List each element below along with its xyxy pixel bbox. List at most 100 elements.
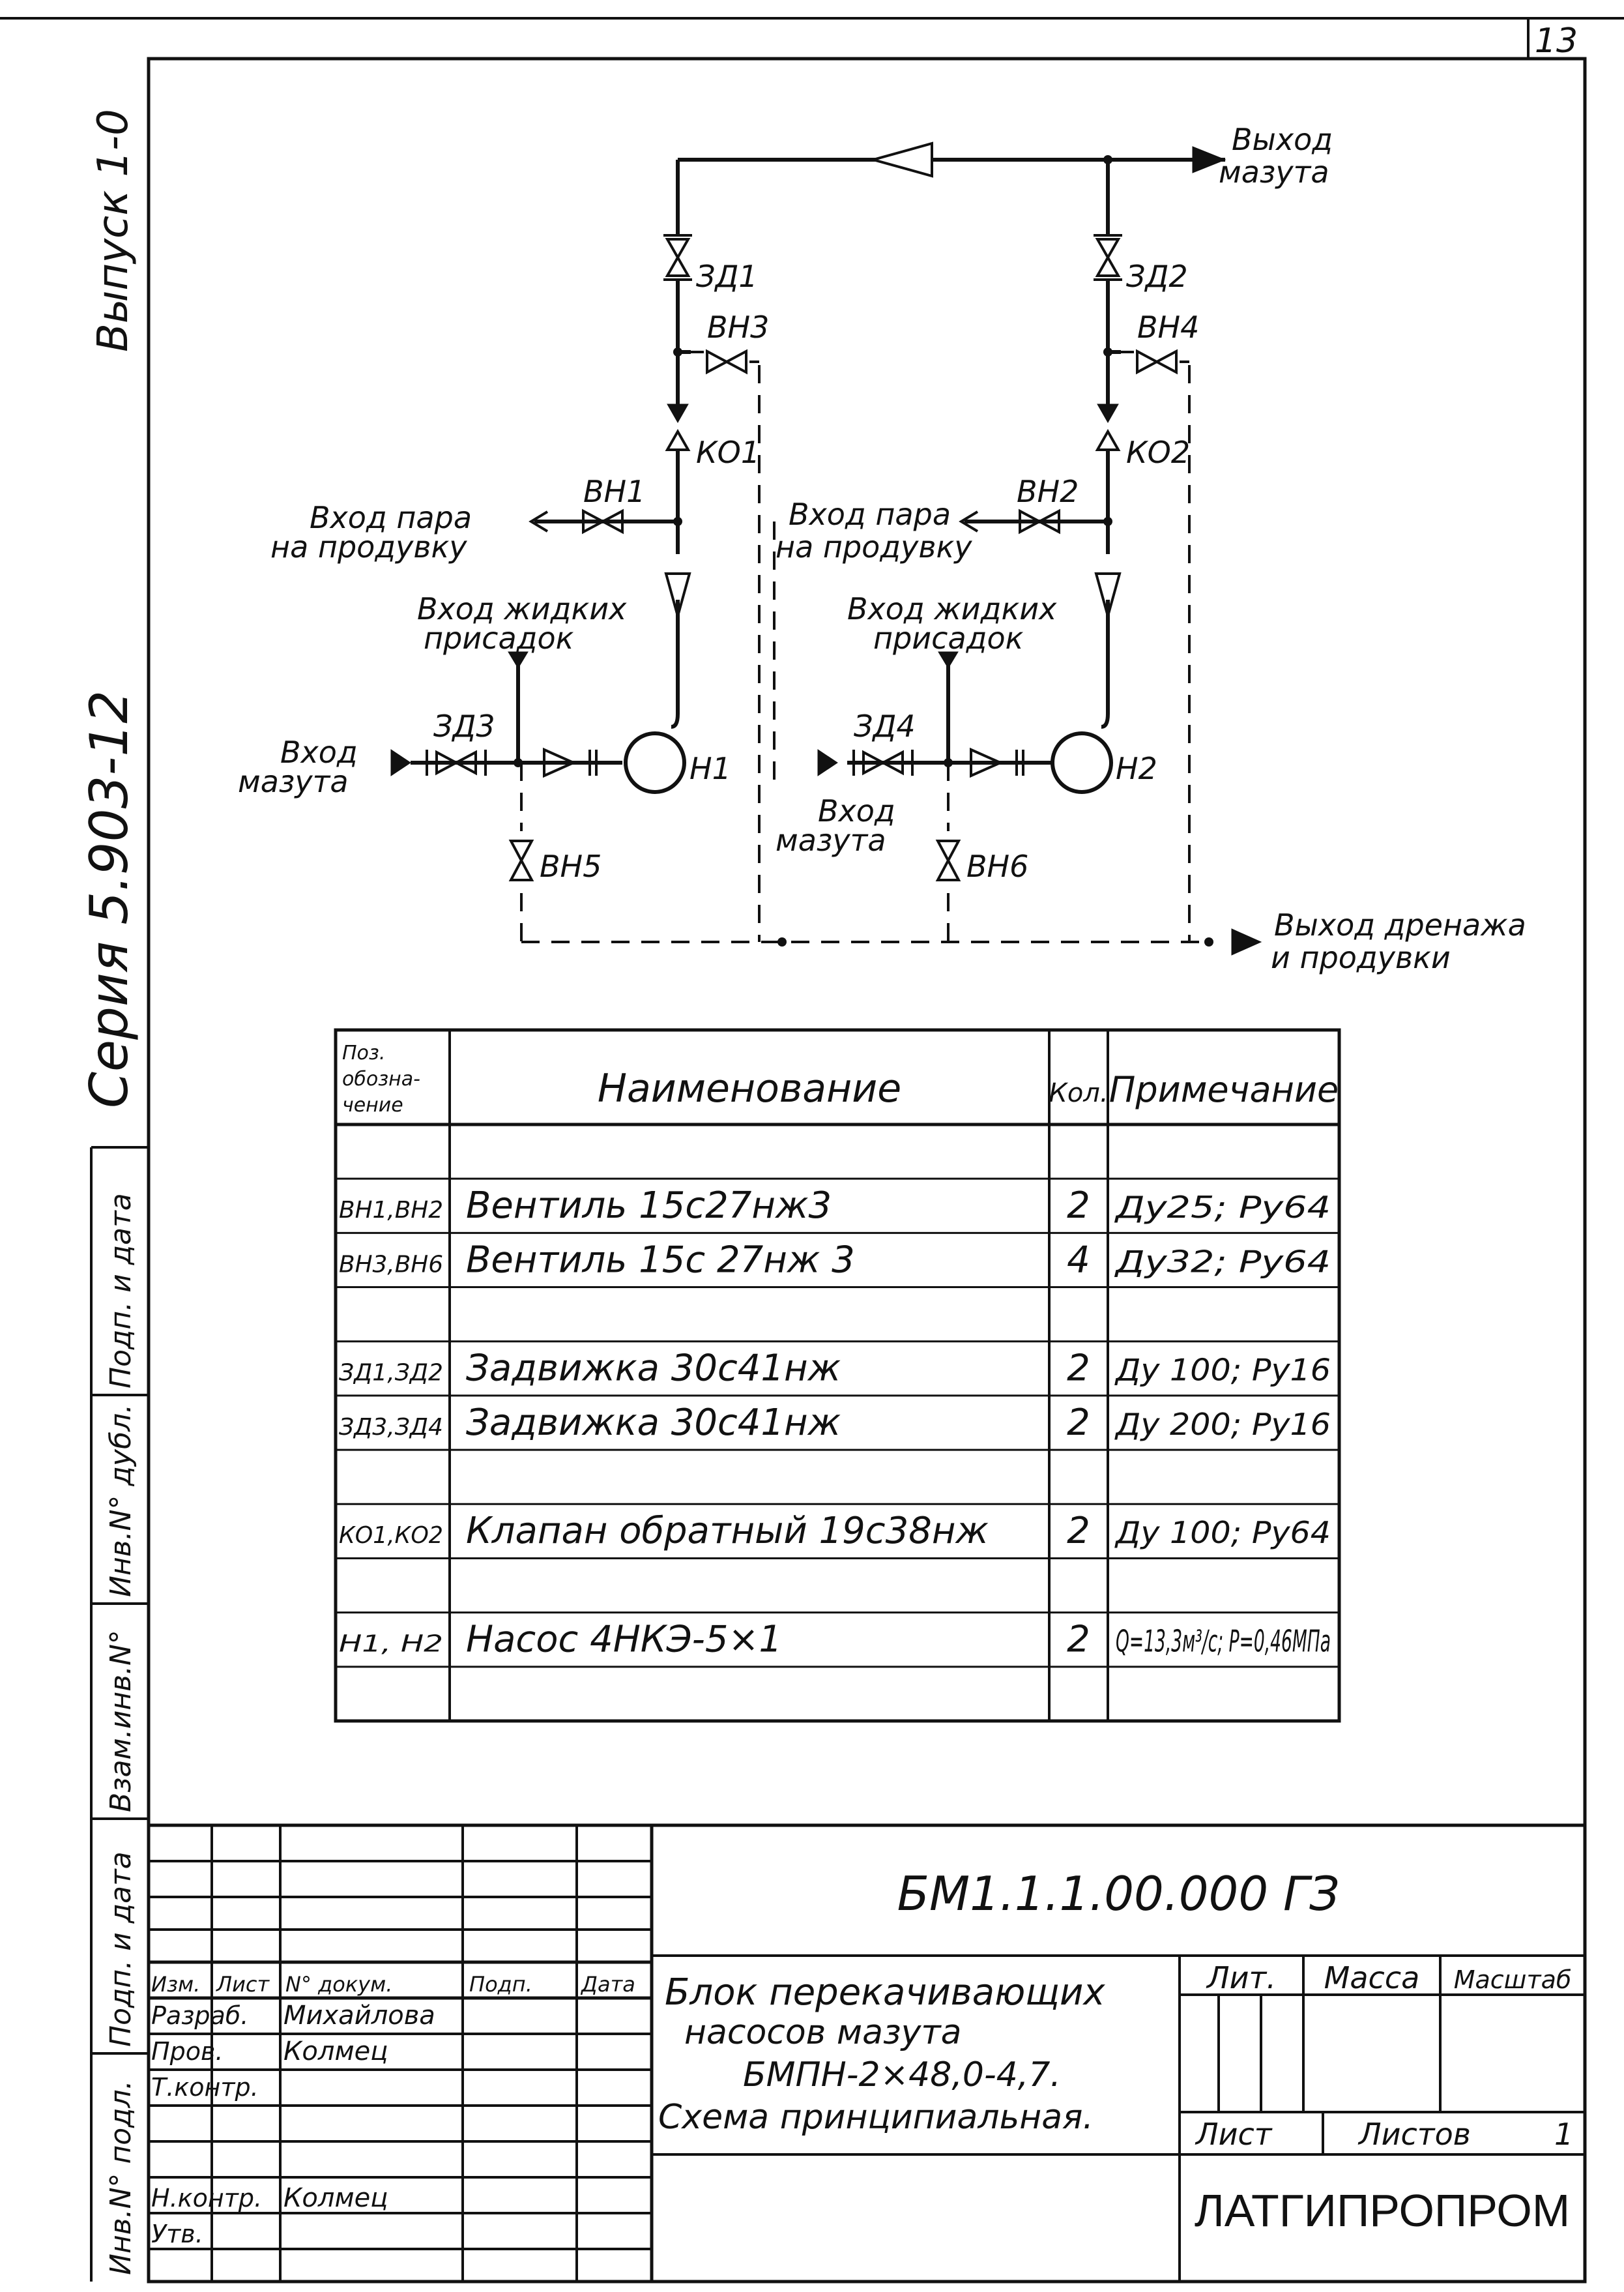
label-additives-2b: присадок: [873, 621, 1024, 656]
title-line-2: насосов мазута: [684, 2013, 962, 2052]
spec-cell-name: Клапан обратный 19с38нж: [466, 1510, 989, 1552]
pump-n2: [1051, 731, 1113, 794]
col-data: Дата: [580, 1972, 635, 1997]
side-col-inv-podl: Инв.N° подл.: [104, 2080, 138, 2275]
label-steam-1b: на продувку: [270, 529, 467, 565]
label-n1: Н1: [689, 751, 731, 786]
spec-cell-note: Ду25; Ру64: [1114, 1190, 1331, 1225]
label-drain-2: и продувки: [1271, 940, 1451, 975]
side-col-podp-data-2: Подп. и дата: [104, 1193, 138, 1388]
valve-vn4: [1121, 350, 1189, 374]
label-vn3: ВН3: [707, 310, 769, 345]
label-vn4: ВН4: [1137, 310, 1199, 345]
spec-cell-pos: ВН3,ВН6: [339, 1251, 443, 1278]
flow-arrow-top: [868, 141, 933, 178]
suction-left: [390, 651, 598, 778]
spec-cell-note: Ду 200; Ру16: [1114, 1407, 1331, 1442]
valve-ko2: [1095, 404, 1121, 451]
sheets-label: Листов: [1357, 2117, 1471, 2152]
role-name: Колмец: [283, 2036, 388, 2066]
label-ko1: КО1: [696, 435, 760, 470]
spec-cell-pos: КО1,КО2: [339, 1522, 443, 1549]
sheet-label: Лист: [1195, 2117, 1273, 2152]
valve-vn6: [936, 840, 960, 881]
label-steam-2b: на продувку: [776, 529, 972, 565]
flow-arrow-right-vertical: [1094, 572, 1122, 621]
spec-cell-name: Вентиль 15с27нж3: [466, 1184, 832, 1227]
label-fuel-in-1b: мазута: [238, 764, 349, 799]
title-block-grid: [149, 1823, 1585, 2282]
role-role: Т.контр.: [151, 2073, 259, 2102]
title-line-3: БМПН-2×48,0-4,7.: [743, 2055, 1061, 2094]
title-line-4: Схема принципиальная.: [658, 2098, 1094, 2137]
spec-table-rows: ВН1,ВН2 Вентиль 15с27нж3 2 Ду25; Ру64ВН3,ВН…: [339, 1184, 1331, 1660]
junction-dots: [514, 155, 1213, 947]
col-podp: Подп.: [469, 1972, 532, 1997]
sheets-count: 1: [1554, 2117, 1573, 2152]
valve-vn5: [510, 840, 533, 881]
org-name: ЛАТГИПРОПРОМ: [1195, 2185, 1570, 2236]
label-vn1: ВН1: [583, 474, 645, 509]
spec-cell-qty: 2: [1067, 1402, 1090, 1444]
spec-header-qty: Кол.: [1049, 1078, 1108, 1108]
spec-cell-pos: ЗД3,ЗД4: [339, 1414, 443, 1441]
label-n2: Н2: [1116, 751, 1157, 786]
label-ko2: КО2: [1126, 435, 1190, 470]
spec-cell-qty: 2: [1067, 1619, 1090, 1661]
label-zd2: ЗД2: [1126, 259, 1188, 294]
mass-label: Масса: [1324, 1960, 1420, 1995]
spec-table-row-lines: [336, 1177, 1339, 1668]
spec-cell-note: Ду 100; Ру16: [1114, 1353, 1331, 1388]
side-col-inv-dubl: Инв.N° дубл.: [104, 1404, 138, 1597]
series-label: Серия 5.903-12: [79, 690, 139, 1108]
spec-header-pos-2: обозна-: [342, 1068, 420, 1091]
label-fuel-in-2b: мазута: [776, 823, 886, 858]
spec-header-pos-1: Поз.: [342, 1042, 385, 1065]
label-additives-1b: присадок: [424, 621, 574, 656]
spec-cell-name: Задвижка 30с41нж: [466, 1347, 841, 1390]
label-fuel-in-1a: Вход: [280, 735, 358, 770]
valve-zd2: [1092, 234, 1124, 281]
diagram-labels: Выход мазута ЗД1 ВН3 КО1 ЗД2 ВН4 КО2 ВН1…: [238, 122, 1526, 975]
pump-n1: [624, 731, 686, 794]
side-columns: [90, 1146, 149, 2282]
side-col-vzam-inv: Взам.инв.N°: [104, 1630, 138, 1812]
spec-cell-name: Вентиль 15с 27нж 3: [466, 1239, 855, 1281]
steam-arrow-left: [529, 510, 549, 533]
role-role: Пров.: [151, 2037, 223, 2066]
role-name: Колмец: [283, 2183, 388, 2213]
label-outlet-fuel-1: Выход: [1232, 122, 1333, 157]
spec-cell-pos: Н1, Н2: [339, 1631, 443, 1658]
spec-cell-qty: 4: [1067, 1239, 1090, 1281]
label-zd1: ЗД1: [696, 259, 758, 294]
spec-cell-note: Ду32; Ру64: [1114, 1244, 1331, 1279]
label-vn5: ВН5: [540, 849, 602, 884]
spec-header-note: Примечание: [1109, 1069, 1339, 1110]
role-name: Михайлова: [283, 2001, 435, 2031]
spec-header-pos-3: чение: [342, 1094, 403, 1117]
sheet-number: 13: [1535, 22, 1578, 61]
pipes: [411, 158, 1225, 765]
label-zd3: ЗД3: [433, 709, 495, 744]
lit-label: Лит.: [1206, 1960, 1276, 1995]
spec-cell-pos: ВН1,ВН2: [339, 1197, 443, 1224]
spec-cell-name: Задвижка 30с41нж: [466, 1402, 841, 1444]
spec-cell-note: Q=13,3м³/с; P=0,46МПа: [1116, 1624, 1331, 1659]
label-vn6: ВН6: [966, 849, 1028, 884]
sheet-frame: [0, 17, 1624, 2284]
label-fuel-in-2a: Вход: [818, 793, 895, 829]
label-steam-1a: Вход пара: [310, 500, 472, 535]
col-list: Лист: [216, 1972, 270, 1997]
issue-label: Выпуск 1-0: [89, 109, 138, 352]
outlet-arrow: [1192, 146, 1226, 173]
spec-cell-qty: 2: [1067, 1347, 1090, 1390]
spec-cell-qty: 2: [1067, 1510, 1090, 1552]
col-docnum: N° докум.: [285, 1972, 392, 1997]
label-zd4: ЗД4: [854, 709, 916, 744]
doc-code: БМ1.1.1.00.000 ГЗ: [897, 1866, 1340, 1921]
role-role: Утв.: [151, 2220, 203, 2248]
label-additives-1a: Вход жидких: [417, 591, 627, 626]
spec-cell-pos: ЗД1,ЗД2: [339, 1360, 443, 1387]
col-izm: Изм.: [151, 1972, 200, 1997]
side-col-podp-data-1: Подп. и дата: [104, 1851, 138, 2047]
